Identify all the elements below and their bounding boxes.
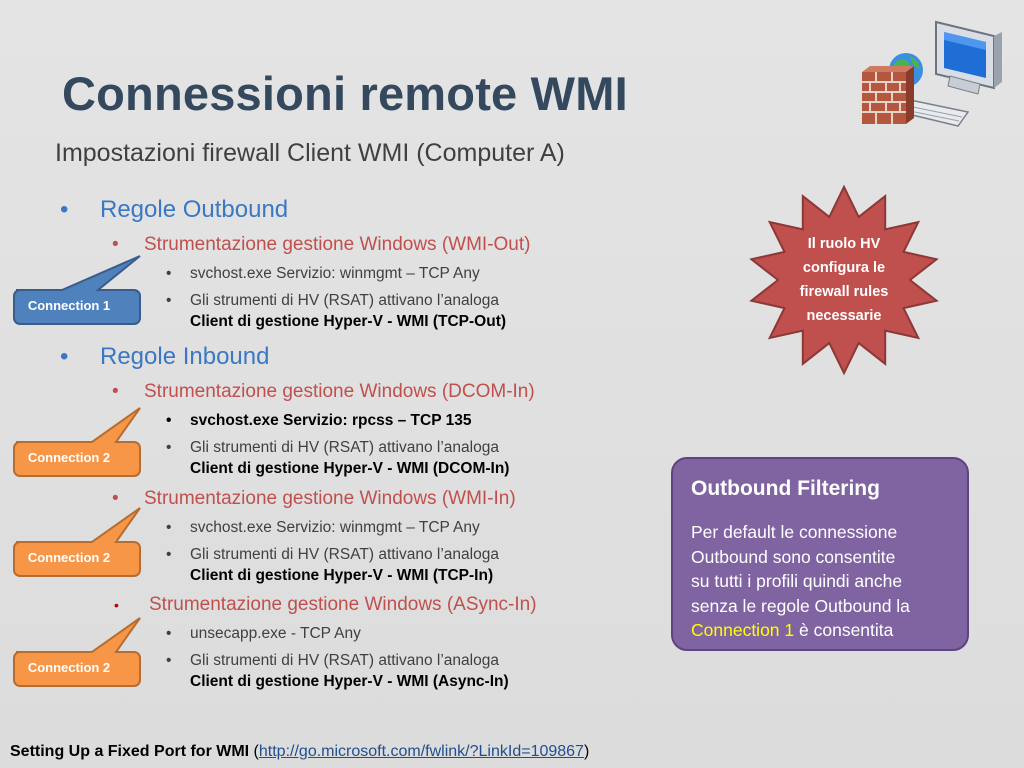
bullet-dot: • xyxy=(60,196,69,223)
callout-connection-2 xyxy=(13,617,141,687)
starburst-shape xyxy=(749,184,939,376)
inbound-async-rsat: Gli strumenti di HV (RSAT) attivano l’an… xyxy=(190,652,499,669)
callout-label: Connection 1 xyxy=(27,298,111,313)
bullet-dot: • xyxy=(166,412,172,429)
bullet-dot: • xyxy=(166,625,172,642)
footer-open-paren: ( xyxy=(249,743,259,760)
bullet-dot: • xyxy=(114,597,119,613)
inbound-rule-wmi: Strumentazione gestione Windows (WMI-In) xyxy=(144,488,516,509)
starburst-line: necessarie xyxy=(806,308,882,324)
bullet-dot: • xyxy=(166,546,172,563)
starburst-text: Il ruolo HV configura le firewall rules … xyxy=(774,232,914,328)
outbound-heading: Regole Outbound xyxy=(100,196,289,223)
callout-connection-2 xyxy=(13,407,141,477)
starburst-line: Il ruolo HV xyxy=(807,236,881,252)
box-line-last: Connection 1 è consentita xyxy=(691,618,961,643)
box-line: senza le regole Outbound la xyxy=(691,595,910,616)
inbound-heading: Regole Inbound xyxy=(100,343,270,370)
callout-label: Connection 2 xyxy=(27,660,111,675)
callout-label: Connection 2 xyxy=(27,550,111,565)
inbound-dcom-rsat: Gli strumenti di HV (RSAT) attivano l’an… xyxy=(190,439,499,456)
bullet-dot: • xyxy=(112,488,119,509)
inbound-rule-dcom: Strumentazione gestione Windows (DCOM-In… xyxy=(144,381,535,402)
outbound-item-service: svchost.exe Servizio: winmgmt – TCP Any xyxy=(190,265,480,282)
inbound-wmi-service: svchost.exe Servizio: winmgmt – TCP Any xyxy=(190,519,480,536)
connection-1-highlight: Connection 1 xyxy=(691,620,795,640)
callout-label: Connection 2 xyxy=(27,450,111,465)
bullet-dot: • xyxy=(112,234,119,255)
bullet-dot: • xyxy=(166,292,172,309)
bullet-dot: • xyxy=(166,652,172,669)
inbound-dcom-rsat-rule: Client di gestione Hyper-V - WMI (DCOM-I… xyxy=(190,460,510,477)
inbound-wmi-rsat-rule: Client di gestione Hyper-V - WMI (TCP-In… xyxy=(190,567,494,584)
box-line-tail: è consentita xyxy=(794,620,894,640)
footer-link[interactable]: http://go.microsoft.com/fwlink/?LinkId=1… xyxy=(258,743,584,760)
starburst-line: configura le xyxy=(802,260,886,276)
footer: Setting Up a Fixed Port for WMI (http://… xyxy=(10,743,589,761)
bullet-dot: • xyxy=(112,381,119,402)
box-line: su tutti i profili quindi anche xyxy=(691,571,903,591)
starburst-line: firewall rules xyxy=(799,284,889,300)
box-line: Per default le connessione xyxy=(691,522,898,542)
outbound-filtering-box: Outbound Filtering Per default le connes… xyxy=(671,457,969,651)
callout-connection-1 xyxy=(13,255,141,325)
inbound-async-service: unsecapp.exe - TCP Any xyxy=(190,625,361,642)
footer-close-paren: ) xyxy=(583,743,590,760)
outbound-rule: Strumentazione gestione Windows (WMI-Out… xyxy=(144,234,531,255)
slide-subtitle: Impostazioni firewall Client WMI (Comput… xyxy=(55,139,565,167)
bullet-dot: • xyxy=(166,439,172,456)
callout-connection-2 xyxy=(13,507,141,577)
footer-label: Setting Up a Fixed Port for WMI xyxy=(10,743,250,760)
box-title: Outbound Filtering xyxy=(691,477,880,500)
outbound-item-rsat: Gli strumenti di HV (RSAT) attivano l’an… xyxy=(190,292,499,309)
inbound-async-rsat-rule: Client di gestione Hyper-V - WMI (Async-… xyxy=(190,673,509,690)
bullet-dot: • xyxy=(166,265,172,282)
box-line: Outbound sono consentite xyxy=(691,546,896,567)
slide-title: Connessioni remote WMI xyxy=(62,67,628,120)
bullet-dot: • xyxy=(60,343,69,370)
box-body: Per default le connessione Outbound sono… xyxy=(691,520,961,643)
outbound-item-rsat-rule: Client di gestione Hyper-V - WMI (TCP-Ou… xyxy=(190,313,507,330)
bullet-dot: • xyxy=(166,519,172,536)
inbound-wmi-rsat: Gli strumenti di HV (RSAT) attivano l’an… xyxy=(190,546,499,563)
inbound-rule-async: Strumentazione gestione Windows (ASync-I… xyxy=(149,594,537,615)
inbound-dcom-service: svchost.exe Servizio: rpcss – TCP 135 xyxy=(190,412,472,429)
firewall-computer-icon xyxy=(862,20,1002,127)
